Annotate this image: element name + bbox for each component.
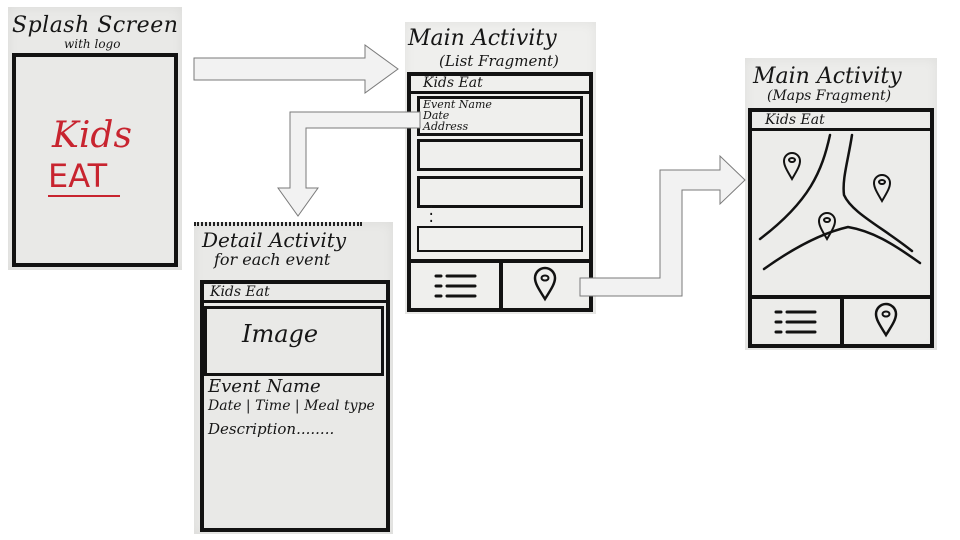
map-pin-icon [874,302,898,338]
maps-subtitle: (Maps Fragment) [767,88,892,104]
maps-phone-frame [748,108,934,348]
map-road [758,133,832,241]
detail-image-label: Image [242,320,319,348]
list-fragment-sketch: Main Activity (List Fragment) Kids Eat E… [405,22,596,314]
list-item-date: Date [423,109,450,122]
map-view [758,133,922,271]
maps-appbar-title: Kids Eat [765,112,825,128]
arrow-list-to-detail [277,111,421,217]
detail-description-line [194,222,362,224]
maps-bottom-nav-separator [840,295,844,345]
detail-phone-frame [200,280,390,532]
detail-event-description: Description........ [208,420,335,438]
splash-screen-sketch: Splash Screen with logo Kids EAT [8,7,182,270]
list-appbar-divider [407,91,593,94]
logo-underline [48,195,120,197]
logo-text-kids: Kids [52,115,132,156]
arrow-splash-to-list [193,44,399,94]
detail-activity-sketch: Detail Activity for each event Kids Eat … [194,222,393,534]
list-subtitle: (List Fragment) [439,52,559,70]
detail-event-name: Event Name [208,376,321,397]
maps-appbar-divider [748,128,934,131]
map-pin-icon [782,152,802,181]
list-item [417,176,583,208]
list-bottom-nav-separator [499,259,503,309]
map-pin-icon [872,174,892,203]
splash-title: Splash Screen [12,13,179,38]
maps-title: Main Activity [753,64,902,89]
arrow-list-to-maps [579,154,746,297]
list-item [417,139,583,171]
detail-subtitle: for each event [214,250,331,269]
map-pin-icon [817,212,837,241]
logo-text-eat: EAT [48,157,108,195]
splash-subtitle: with logo [64,37,121,51]
list-icon [774,310,817,334]
list-continuation-dots: ··· [427,200,436,230]
detail-title: Detail Activity [202,228,347,252]
list-item-event-name: Event Name [423,98,492,111]
list-item-address: Address [423,120,469,133]
list-title: Main Activity [408,26,557,51]
detail-event-meta: Date | Time | Meal type [208,398,375,414]
detail-image-placeholder [204,306,384,376]
maps-fragment-sketch: Main Activity (Maps Fragment) Kids Eat [745,58,937,350]
detail-description-line [194,224,362,226]
list-icon [434,274,477,298]
list-appbar-title: Kids Eat [423,75,483,91]
map-pin-icon [533,266,557,302]
map-road [762,225,922,271]
detail-appbar-divider [200,300,390,303]
detail-appbar-title: Kids Eat [210,284,270,300]
splash-phone-frame [12,53,178,267]
list-item [417,226,583,252]
map-road [842,133,914,253]
